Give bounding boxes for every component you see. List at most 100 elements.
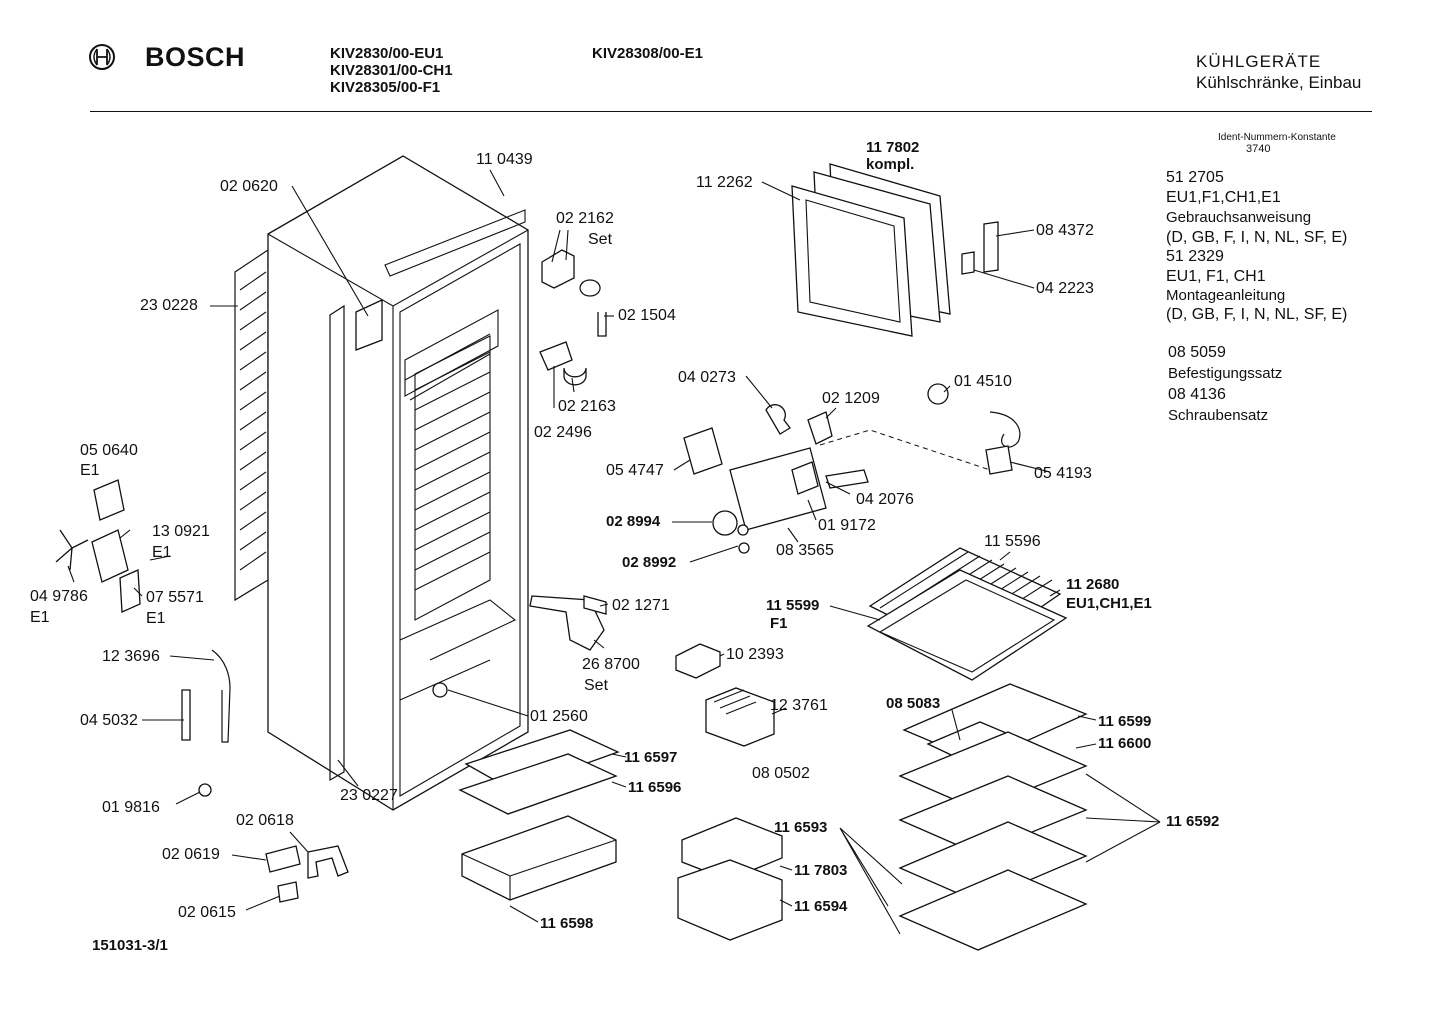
part-variant: E1 [146, 610, 166, 627]
part-number: 02 1209 [822, 390, 880, 407]
part-number: 08 3565 [776, 542, 834, 559]
part-number: 26 8700 [582, 656, 640, 673]
leader-lines [68, 170, 1160, 934]
hinge-plate [584, 596, 606, 614]
part-number: 02 0619 [162, 846, 220, 863]
manual-info: EU1,F1,CH1,E1 [1166, 189, 1281, 206]
part-number: 01 2560 [530, 708, 588, 725]
part-number: 11 6594 [794, 898, 848, 915]
part-number: 08 5083 [886, 695, 941, 712]
part-number: 11 6597 [624, 749, 678, 766]
drier-tube [182, 690, 190, 740]
part-number: 02 2163 [558, 398, 616, 415]
fan-assembly [56, 480, 140, 612]
part-number: 02 0618 [236, 812, 294, 829]
part-variant: E1 [152, 544, 172, 561]
part-number: 02 2496 [534, 424, 592, 441]
part-number: 04 2223 [1036, 280, 1094, 297]
kit-info: 08 4136 [1168, 386, 1226, 403]
part-number: 01 4510 [954, 373, 1012, 390]
part-number: 11 6598 [540, 915, 594, 932]
header-divider [90, 111, 1372, 112]
part-number: 01 9816 [102, 799, 160, 816]
handle-020618 [308, 846, 348, 878]
part-number: 05 0640 [80, 442, 138, 459]
part-number: 13 0921 [152, 523, 210, 540]
manual-info: (D, GB, F, I, N, NL, SF, E) [1166, 306, 1348, 323]
part-variant: E1 [80, 462, 100, 479]
part-number: 11 6596 [628, 779, 682, 796]
glass-shelves [900, 684, 1086, 950]
crisper-box [678, 818, 782, 940]
part-number: 23 0227 [340, 787, 398, 804]
manual-info: EU1, F1, CH1 [1166, 268, 1266, 285]
part-number: 11 6592 [1166, 813, 1220, 830]
manual-info: Montageanleitung [1166, 287, 1286, 304]
part-number: 07 5571 [146, 589, 204, 606]
manual-info: Gebrauchsanweisung [1166, 209, 1312, 226]
part-number: 10 2393 [726, 646, 784, 663]
drier-filter [212, 650, 230, 742]
freezer-door [792, 164, 998, 336]
brand-name: BOSCH [145, 42, 246, 72]
door-shelves [460, 730, 618, 900]
part-number: 11 6600 [1098, 735, 1152, 752]
condenser-coil [235, 250, 268, 600]
part-note: kompl. [866, 156, 915, 173]
part-number: 11 6593 [774, 819, 828, 836]
part-number: 11 7802 [866, 139, 920, 156]
part-number: 11 7803 [794, 862, 848, 879]
part-variant: E1 [30, 609, 50, 626]
kit-info: 08 5059 [1168, 344, 1226, 361]
part-number: 08 0502 [752, 765, 810, 782]
manual-info: 51 2705 [1166, 169, 1224, 186]
part-number: 02 1504 [618, 307, 676, 324]
part-number: 05 4747 [606, 462, 664, 479]
manual-info: (D, GB, F, I, N, NL, SF, E) [1166, 229, 1348, 246]
part-number: 23 0228 [140, 297, 198, 314]
part-number: 04 2076 [856, 491, 914, 508]
ident-value: 3740 [1246, 143, 1271, 155]
gasket-strip [330, 306, 344, 780]
kit-info: Befestigungssatz [1168, 365, 1283, 382]
part-set-note: Set [588, 231, 613, 248]
part-variant: F1 [770, 615, 788, 632]
part-variant: EU1,CH1,E1 [1066, 595, 1152, 612]
part-number: 01 9172 [818, 517, 876, 534]
model-number: KIV28305/00-F1 [330, 79, 441, 96]
wire-shelf [868, 548, 1066, 680]
model-number: KIV2830/00-EU1 [330, 45, 444, 62]
part-number: 02 8992 [622, 554, 677, 571]
egg-tray [706, 688, 774, 746]
category-title: KÜHLGERÄTE [1196, 52, 1322, 71]
part-number: 02 0615 [178, 904, 236, 921]
manual-info: 51 2329 [1166, 248, 1224, 265]
bosch-logo-icon [88, 43, 116, 71]
model-number: KIV28301/00-CH1 [330, 62, 453, 79]
part-number: 04 9786 [30, 588, 88, 605]
part-number: 11 2680 [1066, 576, 1120, 593]
part-number: 02 0620 [220, 178, 278, 195]
egg-tray-grid [714, 690, 756, 714]
part-set-note: Set [584, 677, 609, 694]
category-subtitle: Kühlschränke, Einbau [1196, 73, 1362, 92]
drawing-number: 151031-3/1 [92, 937, 168, 954]
part-number: 12 3696 [102, 648, 160, 665]
part-number: 11 0439 [476, 151, 533, 168]
part-number: 11 5599 [766, 597, 820, 614]
part-number: 11 2262 [696, 174, 753, 191]
part-number: 11 6599 [1098, 713, 1152, 730]
part-number: 12 3761 [770, 697, 828, 714]
part-number: 04 5032 [80, 712, 138, 729]
part-number: 05 4193 [1034, 465, 1092, 482]
butter-box [676, 644, 720, 678]
model-number: KIV28308/00-E1 [592, 45, 703, 62]
bracket-020619 [266, 846, 300, 872]
part-number: 02 8994 [606, 513, 661, 530]
clip-020615 [278, 882, 298, 902]
kit-info: Schraubensatz [1168, 407, 1269, 424]
refrigerator-cabinet [268, 156, 528, 810]
part-number: 04 0273 [678, 369, 736, 386]
part-number: 08 4372 [1036, 222, 1094, 239]
